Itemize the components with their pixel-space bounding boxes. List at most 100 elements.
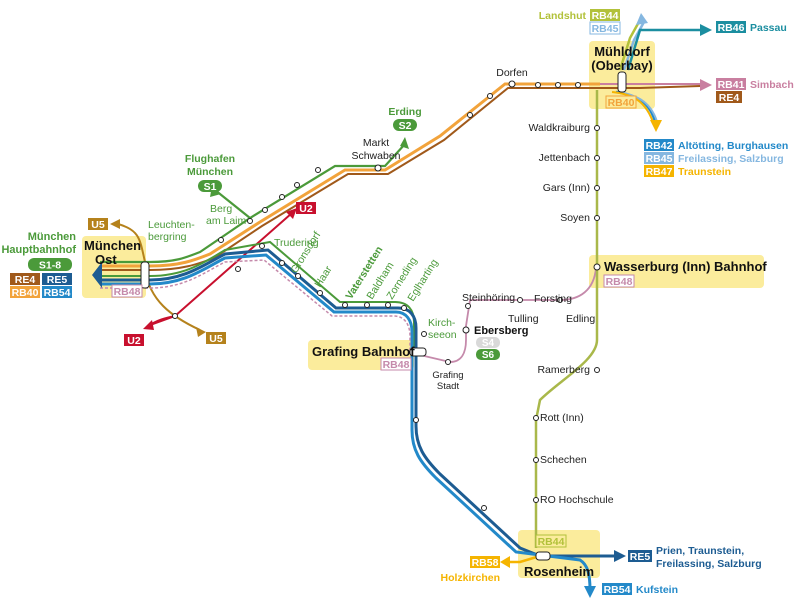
rb45-line-north: [622, 21, 646, 71]
svg-text:U2: U2: [127, 335, 141, 347]
svg-text:RB44: RB44: [538, 536, 565, 548]
rb40-line: [100, 82, 600, 268]
svg-text:U2: U2: [299, 203, 313, 215]
arrow-south-muehldorf: [650, 120, 662, 132]
station-haar: Haar: [312, 264, 335, 290]
arrow-holzkirchen: [500, 556, 510, 568]
dest-freilassing: Freilassing, Salzburg: [678, 153, 784, 165]
badge-rb47: RB47: [644, 165, 674, 178]
rb58-line: [508, 554, 541, 564]
badge-rb41: RB41: [716, 78, 746, 91]
station-waldkraiburg: Waldkraiburg: [529, 122, 591, 134]
svg-text:RB41: RB41: [718, 79, 745, 91]
svg-text:RB40: RB40: [12, 287, 39, 299]
svg-text:RB54: RB54: [604, 584, 631, 596]
badge-rb45-landshut: RB45: [589, 21, 621, 35]
svg-text:RE5: RE5: [47, 274, 68, 286]
muehldorf-badge-rb40: RB40: [605, 95, 637, 109]
rb-olive-line: [534, 90, 599, 548]
dest-simbach: Simbach: [750, 79, 794, 91]
svg-text:RB48: RB48: [114, 286, 141, 298]
ebersberg-s6-badge: S6: [476, 349, 500, 361]
badge-u2-north: U2: [296, 202, 316, 215]
arrow-u5-north: [110, 219, 120, 229]
svg-text:RB44: RB44: [592, 10, 619, 22]
u5-line-north: [117, 223, 146, 263]
hub-label-rosenheim: Rosenheim: [524, 564, 594, 579]
s1-line: [214, 189, 251, 219]
badge-re4-simbach: RE4: [716, 91, 742, 104]
station-jettenbach: Jettenbach: [539, 152, 591, 164]
badge-u5-south: U5: [206, 332, 226, 345]
station-dots: [172, 80, 601, 511]
wasserburg-badge-rb48: RB48: [603, 274, 635, 288]
s2-line: [100, 143, 406, 264]
arrow-s2: [400, 137, 409, 149]
arrow-prien: [614, 550, 626, 562]
station-trudering: Trudering: [274, 237, 319, 249]
svg-text:RB54: RB54: [44, 287, 71, 299]
svg-text:RB42: RB42: [646, 140, 673, 152]
arrow-kufstein: [584, 586, 596, 598]
svg-text:RB58: RB58: [472, 557, 499, 569]
grafing-marker: [409, 347, 427, 357]
grafing-badge-rb48: RB48: [380, 357, 412, 371]
svg-text:RB47: RB47: [646, 166, 673, 178]
erding-s2-badge: S2: [393, 119, 417, 132]
dest-altoetting: Altötting, Burghausen: [678, 140, 788, 152]
muehldorf-marker: [617, 71, 627, 93]
dest-passau: Passau: [750, 22, 787, 34]
arrow-simbach: [700, 79, 712, 91]
svg-text:S6: S6: [482, 350, 495, 361]
station-edling: Edling: [566, 313, 595, 325]
rosenheim-marker: [535, 551, 551, 561]
airport-s1-badge: S1: [198, 180, 222, 193]
svg-text:S4: S4: [482, 338, 495, 349]
station-forsting: Forsting: [534, 293, 572, 305]
badge-rb44-landshut: RB44: [590, 9, 620, 22]
hbf-s-badge: S1-8: [28, 258, 72, 272]
hbf-badge-rb40: RB40: [10, 286, 40, 299]
station-rott: Rott (Inn): [540, 412, 584, 424]
station-gars: Gars (Inn): [543, 182, 590, 194]
station-dorfen: Dorfen: [496, 67, 528, 79]
dest-holzkirchen: Holzkirchen: [440, 572, 500, 584]
rb45-south-line: [619, 91, 659, 126]
hbf-badge-re5: RE5: [42, 273, 72, 286]
rosenheim-badge-rb44: RB44: [535, 534, 567, 548]
svg-text:RB48: RB48: [383, 359, 410, 371]
s4-line-ebersberg: [419, 267, 597, 363]
re5-line: [100, 248, 600, 558]
dest-traunstein: Traunstein: [678, 166, 731, 178]
arrow-u2-sw: [143, 320, 154, 330]
svg-text:U5: U5: [209, 333, 223, 345]
svg-text:S1: S1: [204, 181, 217, 193]
station-schechen: Schechen: [540, 454, 587, 466]
hbf-badge-rb54: RB54: [42, 286, 72, 299]
station-ro-hochschule: RO Hochschule: [540, 494, 614, 506]
svg-text:RB45: RB45: [646, 153, 673, 165]
station-tulling: Tulling: [508, 313, 539, 325]
dest-landshut: Landshut: [539, 10, 587, 22]
station-kirchseeon: Kirch-seeon: [428, 317, 457, 341]
dest-kufstein: Kufstein: [636, 584, 678, 596]
rb44-landshut-line: [618, 19, 642, 71]
rb47-south-line: [611, 91, 655, 126]
svg-text:RE4: RE4: [15, 274, 36, 286]
station-steinhoering: Steinhöring: [462, 292, 515, 304]
svg-text:S1-8: S1-8: [39, 260, 61, 272]
dest-prien: Prien, Traunstein,Freilassing, Salzburg: [656, 545, 762, 570]
svg-text:RE4: RE4: [719, 92, 740, 104]
badge-u2-south: U2: [124, 334, 144, 347]
arrow-u5-south: [196, 327, 206, 337]
arrow-u2-ne: [286, 208, 297, 219]
badge-rb42: RB42: [644, 139, 674, 152]
svg-text:RB46: RB46: [718, 22, 745, 34]
rb46-passau-line: [626, 28, 700, 71]
